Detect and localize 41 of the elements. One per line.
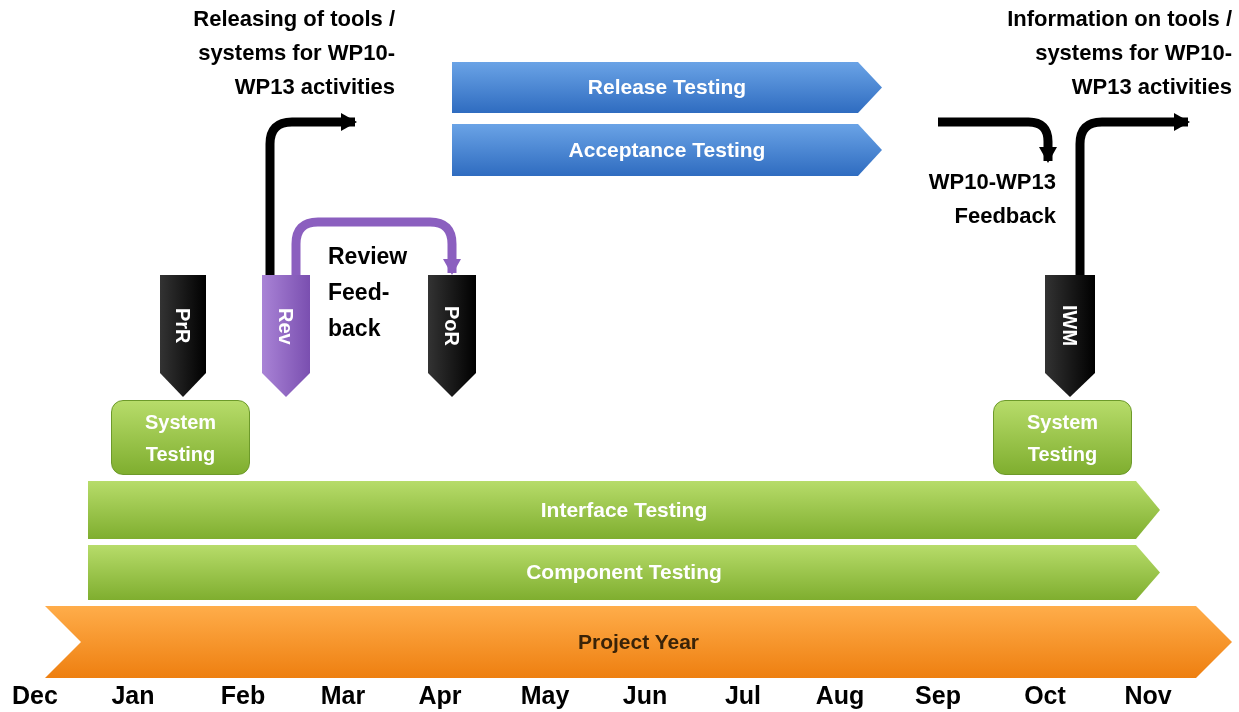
- month-label: Feb: [220, 680, 266, 710]
- month-label: Nov: [1124, 680, 1172, 710]
- milestone-marker: [262, 275, 310, 397]
- phase-banner: [88, 481, 1160, 539]
- month-label: May: [520, 680, 570, 710]
- annotation-text: WP10-WP13 Feedback: [868, 165, 1056, 233]
- month-label: Apr: [418, 680, 462, 710]
- shape-label: Project Year: [578, 628, 699, 655]
- month-label: Mar: [320, 680, 366, 710]
- month-label: Aug: [815, 680, 865, 710]
- month-label: Jul: [724, 680, 762, 710]
- timeline-arrow: [45, 606, 1232, 678]
- month-label: Oct: [1024, 680, 1066, 710]
- arrow: [265, 113, 357, 275]
- annotation-text: Releasing of tools / systems for WP10-WP13 activities: [145, 2, 395, 104]
- shape-label: Release Testing: [587, 74, 747, 101]
- shape-label: Interface Testing: [540, 496, 708, 523]
- arrow: [1075, 113, 1190, 275]
- month-label: Dec: [12, 680, 58, 710]
- milestone-marker: [428, 275, 476, 397]
- arrow: [938, 117, 1057, 163]
- phase-banner: [452, 62, 882, 113]
- phase-banner: [452, 124, 882, 176]
- shape-label: System Testing: [143, 409, 218, 467]
- shape-label: System Testing: [1025, 409, 1100, 467]
- phase-box: [993, 400, 1132, 475]
- shape-label: Component Testing: [526, 559, 722, 586]
- shape-label: PrR: [173, 308, 193, 344]
- shape-label: PoR: [442, 306, 462, 346]
- milestone-marker: [160, 275, 206, 397]
- shape-label: Rev: [276, 307, 296, 345]
- month-label: Jun: [622, 680, 668, 710]
- month-label: Sep: [915, 680, 961, 710]
- phase-box: [111, 400, 250, 475]
- month-label: Jan: [111, 680, 155, 710]
- shape-label: Acceptance Testing: [568, 136, 766, 163]
- shape-label: IWM: [1060, 305, 1080, 347]
- arrow: [291, 217, 461, 275]
- phase-banner: [88, 545, 1160, 600]
- annotation-text: Information on tools / systems for WP10-WP13 activities: [982, 2, 1232, 104]
- milestone-marker: [1045, 275, 1095, 397]
